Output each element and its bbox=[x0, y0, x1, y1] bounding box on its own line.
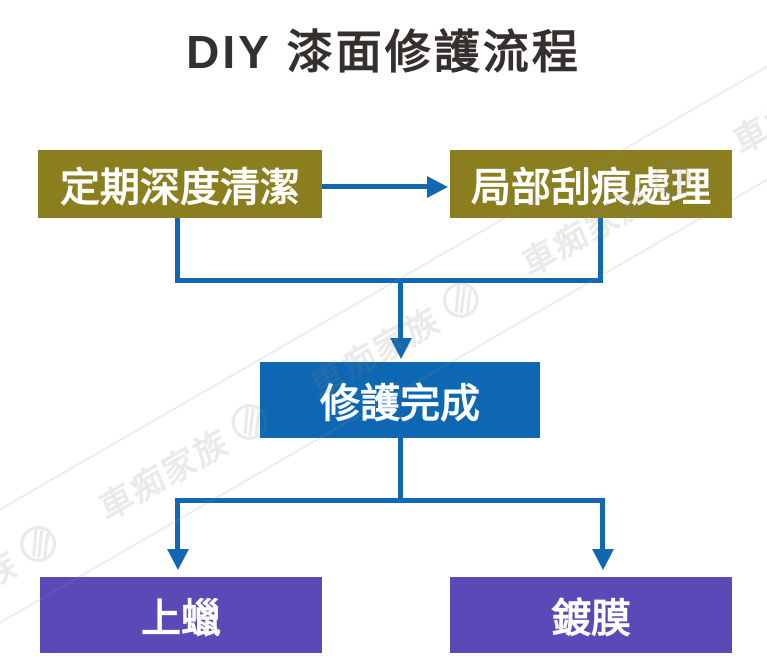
edge-split-horizontal bbox=[175, 498, 605, 503]
edge-clean-to-scratch bbox=[322, 184, 429, 189]
flow-node-label: 上蠟 bbox=[141, 597, 221, 641]
arrowhead-down-icon bbox=[390, 338, 412, 359]
edge-to-coating bbox=[600, 498, 605, 551]
flow-node-label: 修護完成 bbox=[320, 382, 480, 426]
arrowhead-down-icon bbox=[167, 549, 189, 570]
watermark-line bbox=[0, 0, 767, 602]
flow-node-waxing: 上蠟 bbox=[40, 577, 322, 653]
arrowhead-right-icon bbox=[427, 176, 448, 198]
edge-to-done bbox=[398, 278, 403, 340]
arrowhead-down-icon bbox=[592, 549, 614, 570]
edge-to-wax bbox=[175, 498, 180, 551]
watermark-unit: 車痴家族 bbox=[88, 391, 279, 529]
edge-join-horizontal bbox=[175, 278, 603, 283]
flow-node-deep-clean: 定期深度清潔 bbox=[38, 150, 322, 218]
flow-node-label: 局部刮痕處理 bbox=[471, 166, 711, 210]
flow-node-scratch-treatment: 局部刮痕處理 bbox=[450, 150, 732, 218]
watermark-text: 車痴家族 bbox=[94, 421, 235, 529]
page-title: DIY 漆面修護流程 bbox=[186, 26, 581, 78]
watermark-text: 車痴家族 bbox=[0, 543, 24, 651]
flow-node-label: 定期深度清潔 bbox=[60, 166, 300, 210]
flow-node-label: 鍍膜 bbox=[551, 597, 631, 641]
edge-scratch-down bbox=[598, 218, 603, 283]
flow-node-coating: 鍍膜 bbox=[450, 577, 732, 653]
edge-clean-down bbox=[175, 218, 180, 283]
edge-done-down bbox=[398, 438, 403, 503]
striped-globe-icon bbox=[11, 517, 66, 572]
flow-node-repair-complete: 修護完成 bbox=[260, 362, 540, 438]
